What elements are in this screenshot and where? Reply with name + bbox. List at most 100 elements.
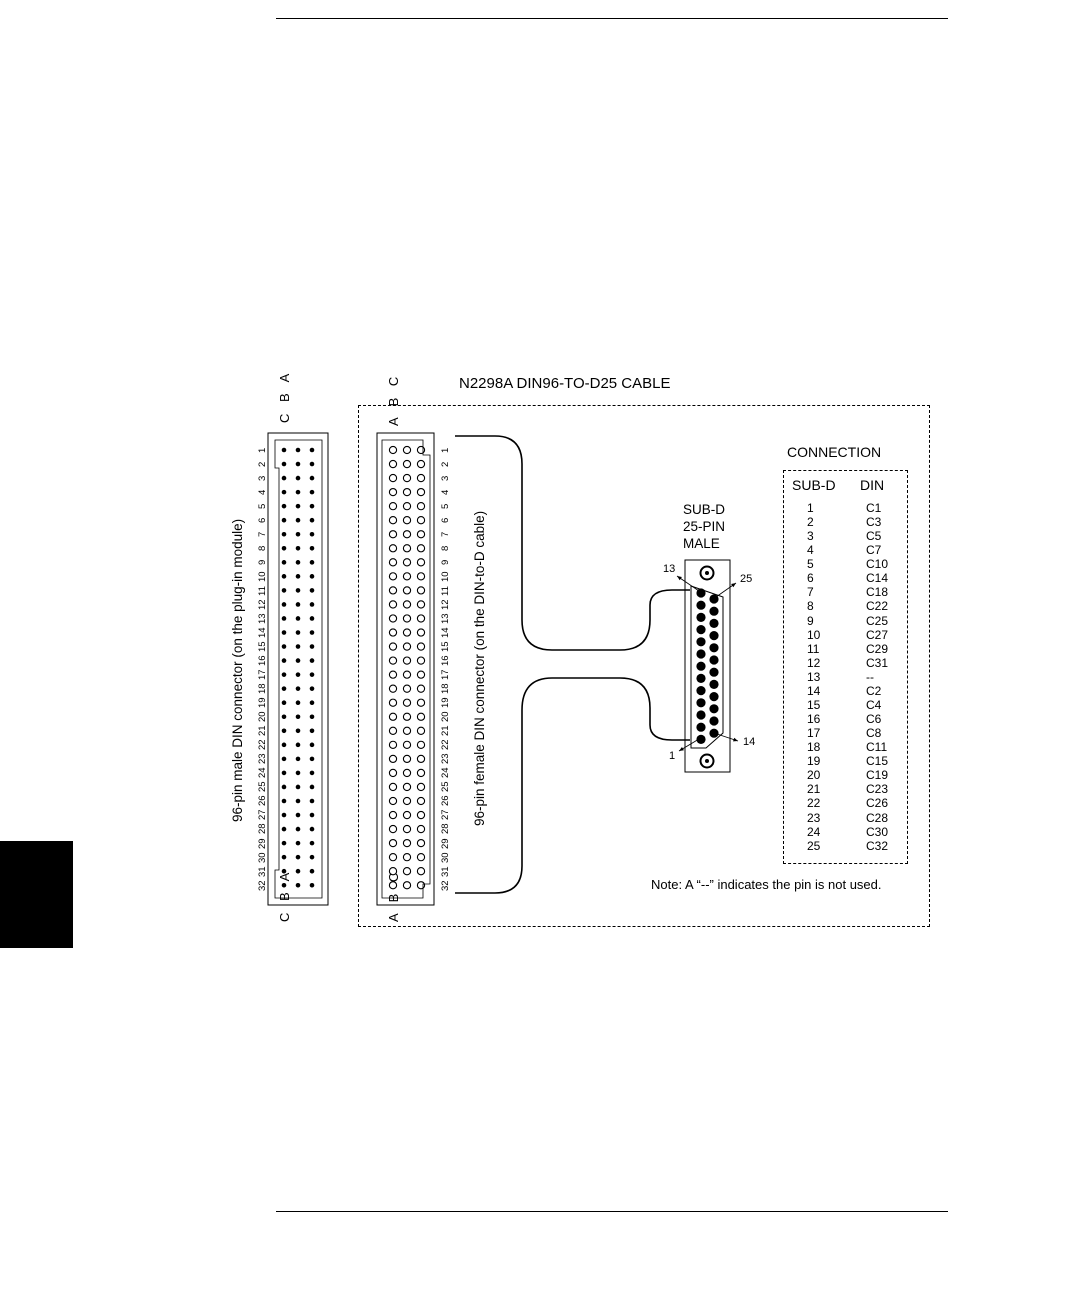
pin-number: 23 (440, 753, 451, 765)
subd-pin (709, 655, 719, 665)
male-pin (281, 503, 287, 509)
subd-pin-25-label: 25 (740, 573, 753, 585)
subd-pin (709, 631, 719, 641)
subd-pin (696, 625, 706, 635)
female-socket (416, 487, 426, 497)
table-cell-din: C32 (866, 838, 889, 853)
male-pin (309, 798, 315, 804)
subd-pin-14-label: 14 (743, 736, 756, 748)
pin-number: 21 (257, 725, 268, 737)
male-pin (309, 560, 315, 565)
subd-pin (696, 612, 706, 623)
pin-number: 31 (440, 866, 451, 877)
male-pin (295, 503, 301, 509)
pin-number: 7 (257, 531, 268, 537)
female-socket (402, 768, 412, 778)
female-socket (416, 600, 426, 609)
table-cell-din: C22 (866, 599, 889, 614)
female-socket (402, 445, 412, 455)
female-socket (388, 698, 398, 707)
subd-pin-13-label: 13 (663, 563, 676, 575)
pin-number: 22 (440, 739, 451, 751)
female-socket (388, 726, 398, 735)
female-socket (402, 572, 412, 581)
male-pin (281, 742, 287, 748)
male-pin (281, 644, 287, 649)
table-cell-subd: 5 (807, 557, 814, 572)
male-pin (295, 644, 301, 649)
pin-number: 25 (257, 781, 268, 793)
pin-number: 17 (440, 669, 451, 681)
subd-pin (709, 618, 719, 629)
male-row-letters-top: C B A (277, 369, 292, 423)
female-socket (388, 445, 398, 455)
table-cell-din: C19 (866, 768, 889, 783)
table-cell-subd: 22 (807, 796, 821, 811)
male-pin (295, 531, 301, 537)
pin-number: 26 (257, 795, 268, 807)
cable-boundary (358, 405, 930, 927)
female-socket (416, 712, 426, 721)
male-pin (295, 714, 301, 720)
female-socket (402, 670, 412, 679)
cable-wire-top (455, 435, 690, 651)
female-connector-inner (381, 439, 431, 899)
female-socket (402, 628, 412, 637)
table-cell-din: C27 (866, 627, 889, 642)
subd-pin (709, 716, 719, 726)
female-connector-label: 96-pin female DIN connector (on the DIN-… (472, 510, 487, 826)
female-socket (402, 684, 412, 693)
female-socket (402, 473, 412, 483)
female-socket (416, 740, 426, 749)
female-socket (416, 544, 426, 553)
male-pin (281, 868, 287, 874)
subd-pin (709, 679, 719, 690)
subd-pin (709, 704, 719, 714)
male-pin (281, 840, 287, 846)
male-pin (309, 503, 315, 509)
male-pin (295, 616, 301, 621)
male-row-letters-bottom: C B A (277, 868, 292, 922)
female-socket (388, 768, 398, 778)
female-socket (388, 572, 398, 581)
male-pin (281, 447, 287, 453)
female-socket (388, 656, 398, 665)
female-socket (402, 642, 412, 651)
table-cell-subd: 16 (807, 712, 821, 727)
pin-number: 24 (257, 767, 268, 779)
note: Note: A “--” indicates the pin is not us… (651, 877, 882, 892)
female-socket (416, 516, 426, 525)
male-pin (295, 574, 301, 579)
table-cell-subd: 20 (807, 768, 821, 783)
male-pin (281, 560, 287, 565)
female-socket (402, 487, 412, 497)
female-socket (388, 502, 398, 511)
male-pin (281, 798, 287, 804)
table-cell-din: C4 (866, 697, 882, 712)
female-socket (416, 614, 426, 623)
male-pin (281, 812, 287, 818)
female-socket (416, 838, 426, 848)
female-socket (388, 796, 398, 806)
table-cell-subd: 23 (807, 810, 821, 825)
female-row-letters-bottom: A B C (386, 868, 401, 922)
pin-number: 11 (440, 585, 451, 596)
female-row-letters-top: A B C (386, 372, 401, 426)
pin-number: 22 (257, 739, 268, 751)
female-socket (402, 838, 412, 848)
female-socket (402, 782, 412, 792)
table-cell-subd: 25 (807, 838, 821, 853)
male-pin (295, 686, 301, 691)
female-socket (402, 712, 412, 721)
column-header-subd: SUB-D (792, 477, 836, 493)
male-pin (281, 672, 287, 677)
female-socket (388, 459, 398, 469)
pin-number: 30 (440, 851, 451, 863)
female-socket (416, 670, 426, 679)
table-cell-din: C3 (866, 515, 882, 530)
pin-number: 10 (257, 571, 268, 582)
table-cell-din: C18 (866, 585, 889, 600)
subd-pin-1-label: 1 (669, 750, 676, 762)
top-rule (276, 18, 948, 19)
pin-number: 3 (440, 475, 451, 481)
